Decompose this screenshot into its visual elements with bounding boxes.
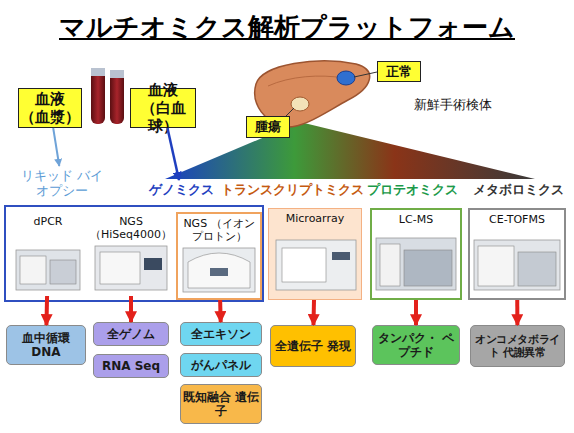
flow-arrow (414, 300, 418, 325)
node-text: 血液 （血漿） (19, 90, 81, 126)
flow-arrow (167, 128, 179, 180)
hiseq-photo (95, 246, 167, 290)
omics-heading: メタボロミクス (466, 180, 570, 198)
node-text: Microarray (286, 212, 344, 225)
tissue-label-box: 正常 (377, 61, 421, 82)
node-text: 全遺伝子 発現 (275, 339, 351, 353)
omics-heading: リキッド バイオプシー (20, 166, 104, 200)
result-box: 既知融合 遺伝子 (180, 384, 262, 424)
flow-arrow (515, 300, 519, 325)
node-text: がんパネル (191, 358, 251, 372)
node-text: 全ゲノム (107, 327, 155, 341)
omics-heading: ゲノミクス (146, 180, 216, 198)
instrument-box: NGS （HiSeq4000） (90, 212, 172, 296)
result-box: 全ゲノム (93, 322, 169, 346)
node-text: 血液 （白血球） (131, 81, 195, 135)
flow-arrow (129, 296, 133, 322)
result-box: RNA Seq (93, 354, 169, 378)
node-text: NGS （イオンプロトン） (178, 217, 260, 243)
blood-tubes (91, 68, 124, 124)
node-text: 正常 (386, 64, 412, 80)
omics-fan (165, 122, 535, 179)
instrument-box: CE-TOFMS (468, 208, 566, 300)
node-text: 血中循環 DNA (7, 331, 85, 360)
ion-proton-photo (183, 248, 255, 292)
dpcr-photo (16, 250, 80, 290)
instrument-box: Microarray (268, 208, 362, 300)
node-text: RNA Seq (102, 359, 160, 373)
tissue-label-box: 腫瘍 (246, 116, 290, 138)
node-text: トランスクリプトミクス (221, 182, 364, 197)
result-box: オンコメタボライト 代謝異常 (470, 325, 565, 367)
node-text: 既知融合 遺伝子 (181, 390, 261, 419)
omics-heading: トランスクリプトミクス (222, 180, 362, 198)
flow-arrow (311, 300, 316, 325)
flow-arrow (218, 300, 223, 322)
node-text: ゲノミクス (149, 182, 214, 197)
sample-box: 血液 （白血球） (130, 88, 196, 128)
flow-arrow (53, 128, 59, 166)
node-text: メタボロミクス (473, 182, 564, 197)
node-text: タンパク・ ペプチド (373, 331, 459, 360)
omics-heading: プロテオミクス (362, 180, 462, 198)
cetofms-photo (474, 240, 560, 290)
specimen-note: 新鮮手術検体 (404, 95, 502, 115)
result-box: 全エキソン (180, 322, 262, 346)
result-box: 血中循環 DNA (6, 325, 86, 365)
node-text: CE-TOFMS (489, 213, 545, 226)
sample-box: 血液 （血漿） (18, 88, 82, 128)
result-box: がんパネル (180, 353, 262, 377)
instrument-box: NGS （イオンプロトン） (176, 212, 262, 300)
result-box: 全遺伝子 発現 (270, 325, 356, 367)
node-text: LC-MS (399, 213, 433, 226)
node-text: リキッド バイオプシー (20, 168, 104, 198)
node-text: 腫瘍 (255, 119, 281, 135)
diagram-title: マルチオミクス解析プラットフォーム (0, 10, 574, 45)
flow-arrow (44, 296, 49, 325)
node-text: プロテオミクス (367, 182, 458, 197)
node-text: オンコメタボライト 代謝異常 (471, 333, 564, 358)
result-box: タンパク・ ペプチド (372, 325, 460, 365)
node-text: 全エキソン (191, 327, 251, 341)
node-text: NGS （HiSeq4000） (90, 215, 172, 241)
instrument-box: dPCR (10, 212, 86, 296)
lcms-photo (376, 238, 456, 290)
instrument-box: LC-MS (370, 208, 462, 300)
node-text: dPCR (34, 215, 63, 228)
platform-group-frame (5, 206, 263, 301)
